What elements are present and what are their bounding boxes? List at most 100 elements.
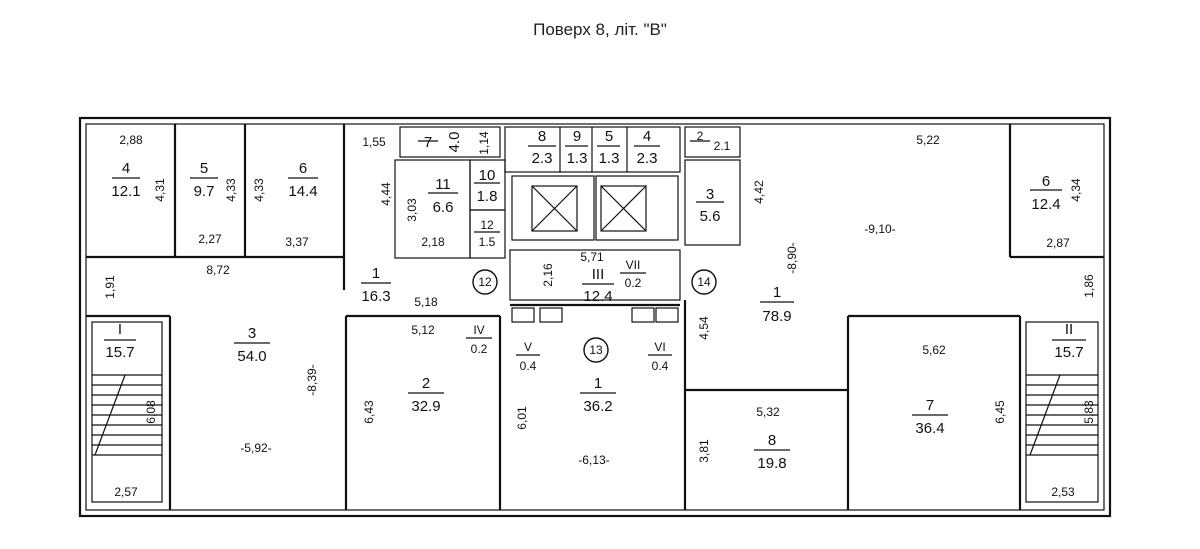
inner-walls [86, 124, 1104, 510]
room-area: 2.1 [714, 139, 731, 153]
room-number: 3 [248, 325, 256, 342]
room-dimension: 4,54 [697, 316, 711, 340]
room-dimension: 4,33 [252, 178, 266, 202]
dimension-label: 8,72 [206, 263, 230, 277]
room-dimension: -5,92- [240, 441, 271, 455]
room-area: 1.5 [479, 235, 496, 249]
room-dimension: 2,87 [1046, 236, 1070, 250]
room-area: 1.8 [477, 188, 498, 205]
room-dimension: 5,62 [922, 343, 946, 357]
axis-marker-label: 12 [478, 275, 492, 289]
dimension-label: 4,44 [379, 182, 393, 206]
room-dimension: 5,18 [414, 295, 438, 309]
room-area: 12.1 [111, 183, 140, 200]
room-dimension: 4,34 [1069, 178, 1083, 202]
room-dimension: 2,18 [421, 235, 445, 249]
room-area: 0.2 [625, 276, 642, 290]
room-area: 1.3 [567, 150, 588, 167]
room-number: 4 [643, 128, 651, 145]
stair-treads-right [1026, 374, 1098, 456]
plan-title: Поверх 8, літ. "В" [533, 20, 667, 39]
room-area: 12.4 [583, 288, 612, 305]
room-number: II [1065, 321, 1073, 338]
room-number: 5 [605, 128, 613, 145]
room-area: 36.2 [583, 398, 612, 415]
room-number: VII [626, 258, 641, 272]
room-dimension: 5,71 [580, 250, 604, 264]
room-area: 12.4 [1031, 196, 1060, 213]
room-number: 8 [768, 432, 776, 449]
fraction-bars [104, 140, 1086, 451]
room-area: 32.9 [411, 398, 440, 415]
room-number: 1 [372, 265, 380, 282]
room-area: 16.3 [361, 288, 390, 305]
room-number: 2 [697, 129, 704, 143]
room-dimension: 6,45 [993, 400, 1007, 424]
room-dimension: 6,08 [144, 400, 158, 424]
dimension-label: 1,86 [1082, 274, 1096, 298]
axis-marker-circle [583, 337, 609, 363]
room-dimension: 2,88 [119, 133, 143, 147]
room-dimension: 3,03 [405, 198, 419, 222]
room-area: 1.3 [599, 150, 620, 167]
axis-marker-label: 13 [589, 343, 603, 357]
room-dimension: -8,90- [785, 242, 799, 273]
stair-treads-left [92, 374, 162, 456]
room-area: 15.7 [105, 344, 134, 361]
room-number: 6 [1042, 173, 1050, 190]
room-number: 4 [122, 160, 130, 177]
room-dimension: 1,14 [477, 131, 491, 155]
room-dimension: 4,31 [153, 178, 167, 202]
axis-marker-label: 14 [697, 275, 711, 289]
room-area: 6.6 [433, 199, 454, 216]
room-area: 36.4 [915, 420, 944, 437]
room-area: 2.3 [532, 150, 553, 167]
room-dimension: 4,42 [752, 180, 766, 204]
room-dimension: 3,81 [697, 439, 711, 463]
room-area: 5.6 [700, 208, 721, 225]
room-number: 7 [424, 134, 432, 151]
room-number: 10 [479, 167, 496, 184]
room-number: 6 [299, 160, 307, 177]
extra-dimensions: 1,55 4,44 2,27 3,37 8,72 1,91 5,22 1,86 [103, 133, 1096, 299]
dimension-label: 3,37 [285, 235, 309, 249]
axis-marker-circle [472, 269, 498, 295]
room-dimension: 2,53 [1051, 485, 1075, 499]
room-number: I [118, 321, 122, 338]
room-area: 78.9 [762, 308, 791, 325]
room-dimension: 2,16 [541, 263, 555, 287]
room-dimension: 5,32 [756, 405, 780, 419]
room-area: 0.2 [471, 342, 488, 356]
axis-markers: 12 13 14 [472, 269, 717, 363]
room-area: 19.8 [757, 455, 786, 472]
room-dimension: 4,33 [224, 178, 238, 202]
dimension-label: 2,27 [198, 232, 222, 246]
room-number: 3 [706, 186, 714, 203]
room-number: 1 [773, 284, 781, 301]
room-number: 7 [926, 397, 934, 414]
axis-marker-circle [691, 269, 717, 295]
room-dimension: 6,43 [362, 400, 376, 424]
room-area: 2.3 [637, 150, 658, 167]
room-number: 9 [573, 128, 581, 145]
room-area: 0.4 [652, 359, 669, 373]
room-number: V [524, 340, 532, 354]
room-number: III [592, 266, 605, 283]
room-labels: 4 12.1 2,88 4,31 5 9.7 4,33 6 14.4 4,33 … [105, 128, 1096, 499]
room-dimension: 6,01 [515, 406, 529, 430]
dimension-label: 5,22 [916, 133, 940, 147]
room-dimension: 2,57 [114, 485, 138, 499]
room-area: 15.7 [1054, 344, 1083, 361]
room-number: 2 [422, 375, 430, 392]
room-dimension: -9,10- [864, 222, 895, 236]
room-area: 9.7 [194, 183, 215, 200]
room-area: 14.4 [288, 183, 317, 200]
room-number: IV [473, 323, 484, 337]
room-number: 12 [480, 218, 494, 232]
room-number: 8 [538, 128, 546, 145]
dimension-label: 1,55 [362, 135, 386, 149]
dimension-label: 1,91 [103, 275, 117, 299]
room-dimension: -8,39- [305, 364, 319, 395]
room-number: VI [654, 340, 665, 354]
